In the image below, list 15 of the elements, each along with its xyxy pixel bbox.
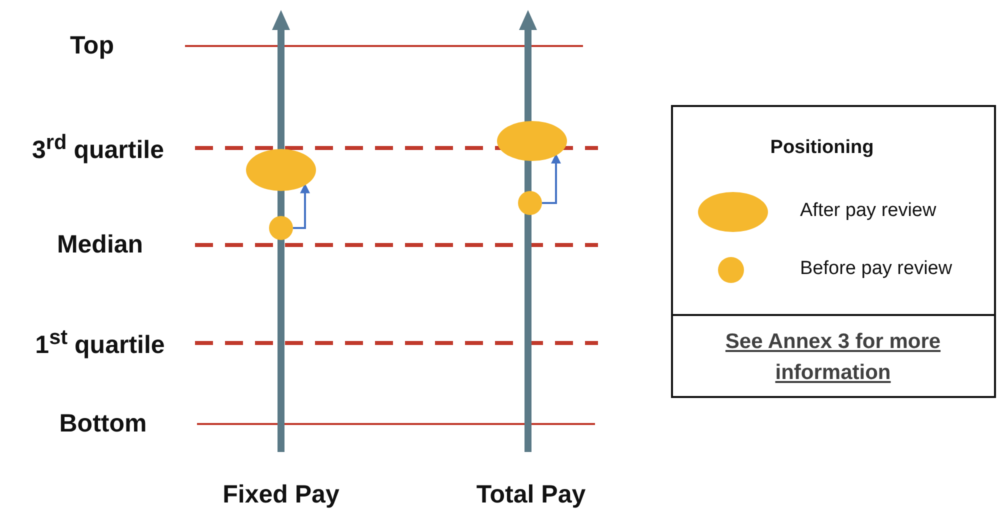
legend-text: Before pay review	[800, 258, 952, 280]
arrow	[542, 154, 561, 204]
row-label: Median	[56, 230, 144, 260]
row-label: Top	[70, 32, 114, 60]
column-label: Total Pay	[476, 480, 586, 510]
legend-title: Positioning	[770, 137, 874, 159]
legend-text: After pay review	[800, 200, 936, 222]
rating-dot	[518, 191, 542, 215]
row-label: Bottom	[59, 410, 147, 438]
column-label: Fixed Pay	[222, 480, 340, 510]
rating-dot	[269, 216, 293, 240]
row-label: 3$^{rd}$ quartile	[32, 130, 164, 166]
row-label: 1$^{st}$ quartile	[35, 326, 165, 360]
arrow	[293, 183, 310, 229]
reference-note: See Annex 3 for more information	[724, 329, 942, 386]
